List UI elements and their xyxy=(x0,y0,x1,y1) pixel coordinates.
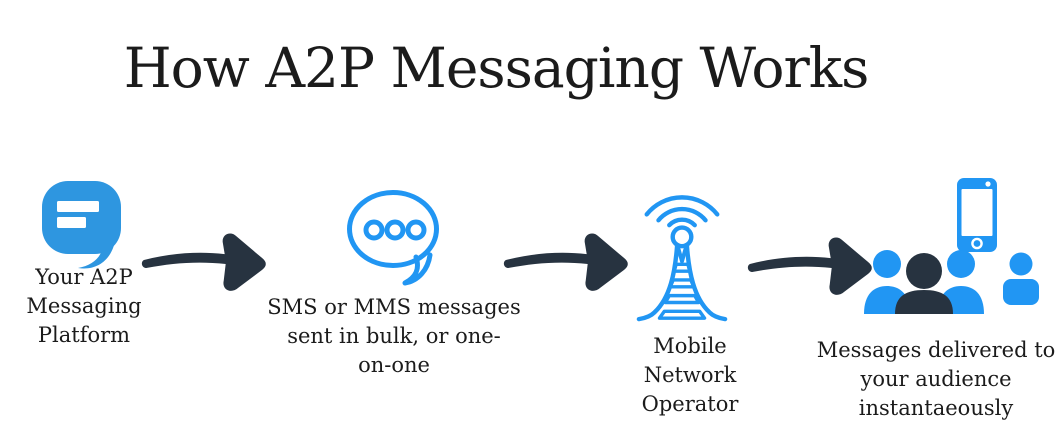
step-label-messages: SMS or MMS messages sent in bulk, or one… xyxy=(267,295,521,377)
smartphone-icon xyxy=(957,178,997,252)
chat-bubble-filled-icon xyxy=(42,181,121,269)
brush-arrow-right-icon xyxy=(503,233,628,291)
step-label-delivery: Messages delivered to your audience inst… xyxy=(816,338,1056,420)
brush-arrow-right-icon xyxy=(141,233,266,291)
step-label-platform: Your A2P Messaging Platform xyxy=(26,265,142,347)
page-title: How A2P Messaging Works xyxy=(123,36,870,100)
brush-arrow-right-icon xyxy=(747,237,872,295)
single-user-icon xyxy=(1003,252,1039,305)
cell-tower-icon xyxy=(636,195,728,322)
speech-bubble-dots-icon xyxy=(347,190,439,286)
audience-group-icon xyxy=(864,250,984,314)
step-label-operator: Mobile Network Operator xyxy=(641,334,739,416)
